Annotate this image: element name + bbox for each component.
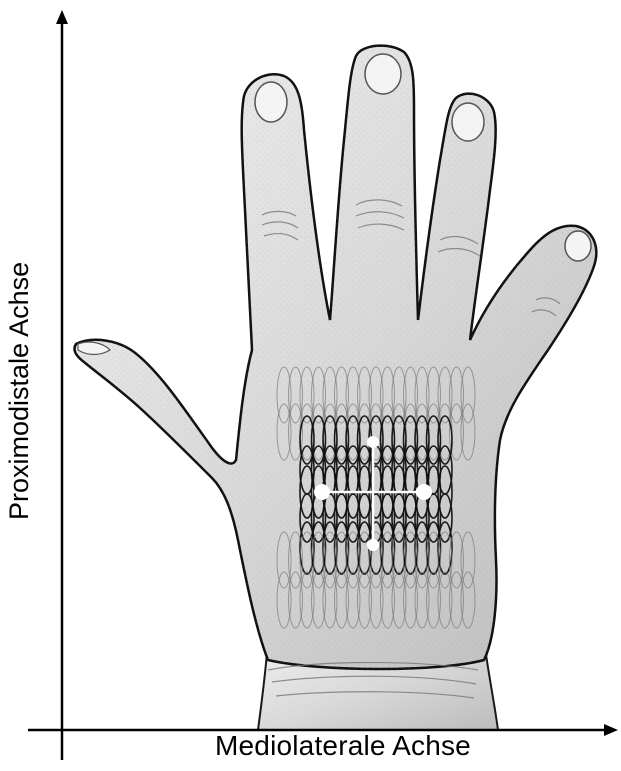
x-axis-arrowhead: [604, 724, 618, 736]
y-axis-arrowhead: [56, 10, 68, 24]
y-axis-label: Proximodistale Achse: [4, 262, 35, 520]
x-axis-label: Mediolaterale Achse: [215, 730, 471, 762]
fingernail-index: [255, 82, 287, 122]
marker-top: [367, 436, 379, 448]
hand-illustration: [74, 46, 596, 730]
fingernail-little: [565, 231, 591, 261]
fingernail-ring: [452, 103, 484, 141]
marker-bottom: [367, 539, 379, 551]
marker-right: [416, 484, 432, 500]
marker-left: [314, 484, 330, 500]
fingernail-middle: [365, 54, 401, 94]
